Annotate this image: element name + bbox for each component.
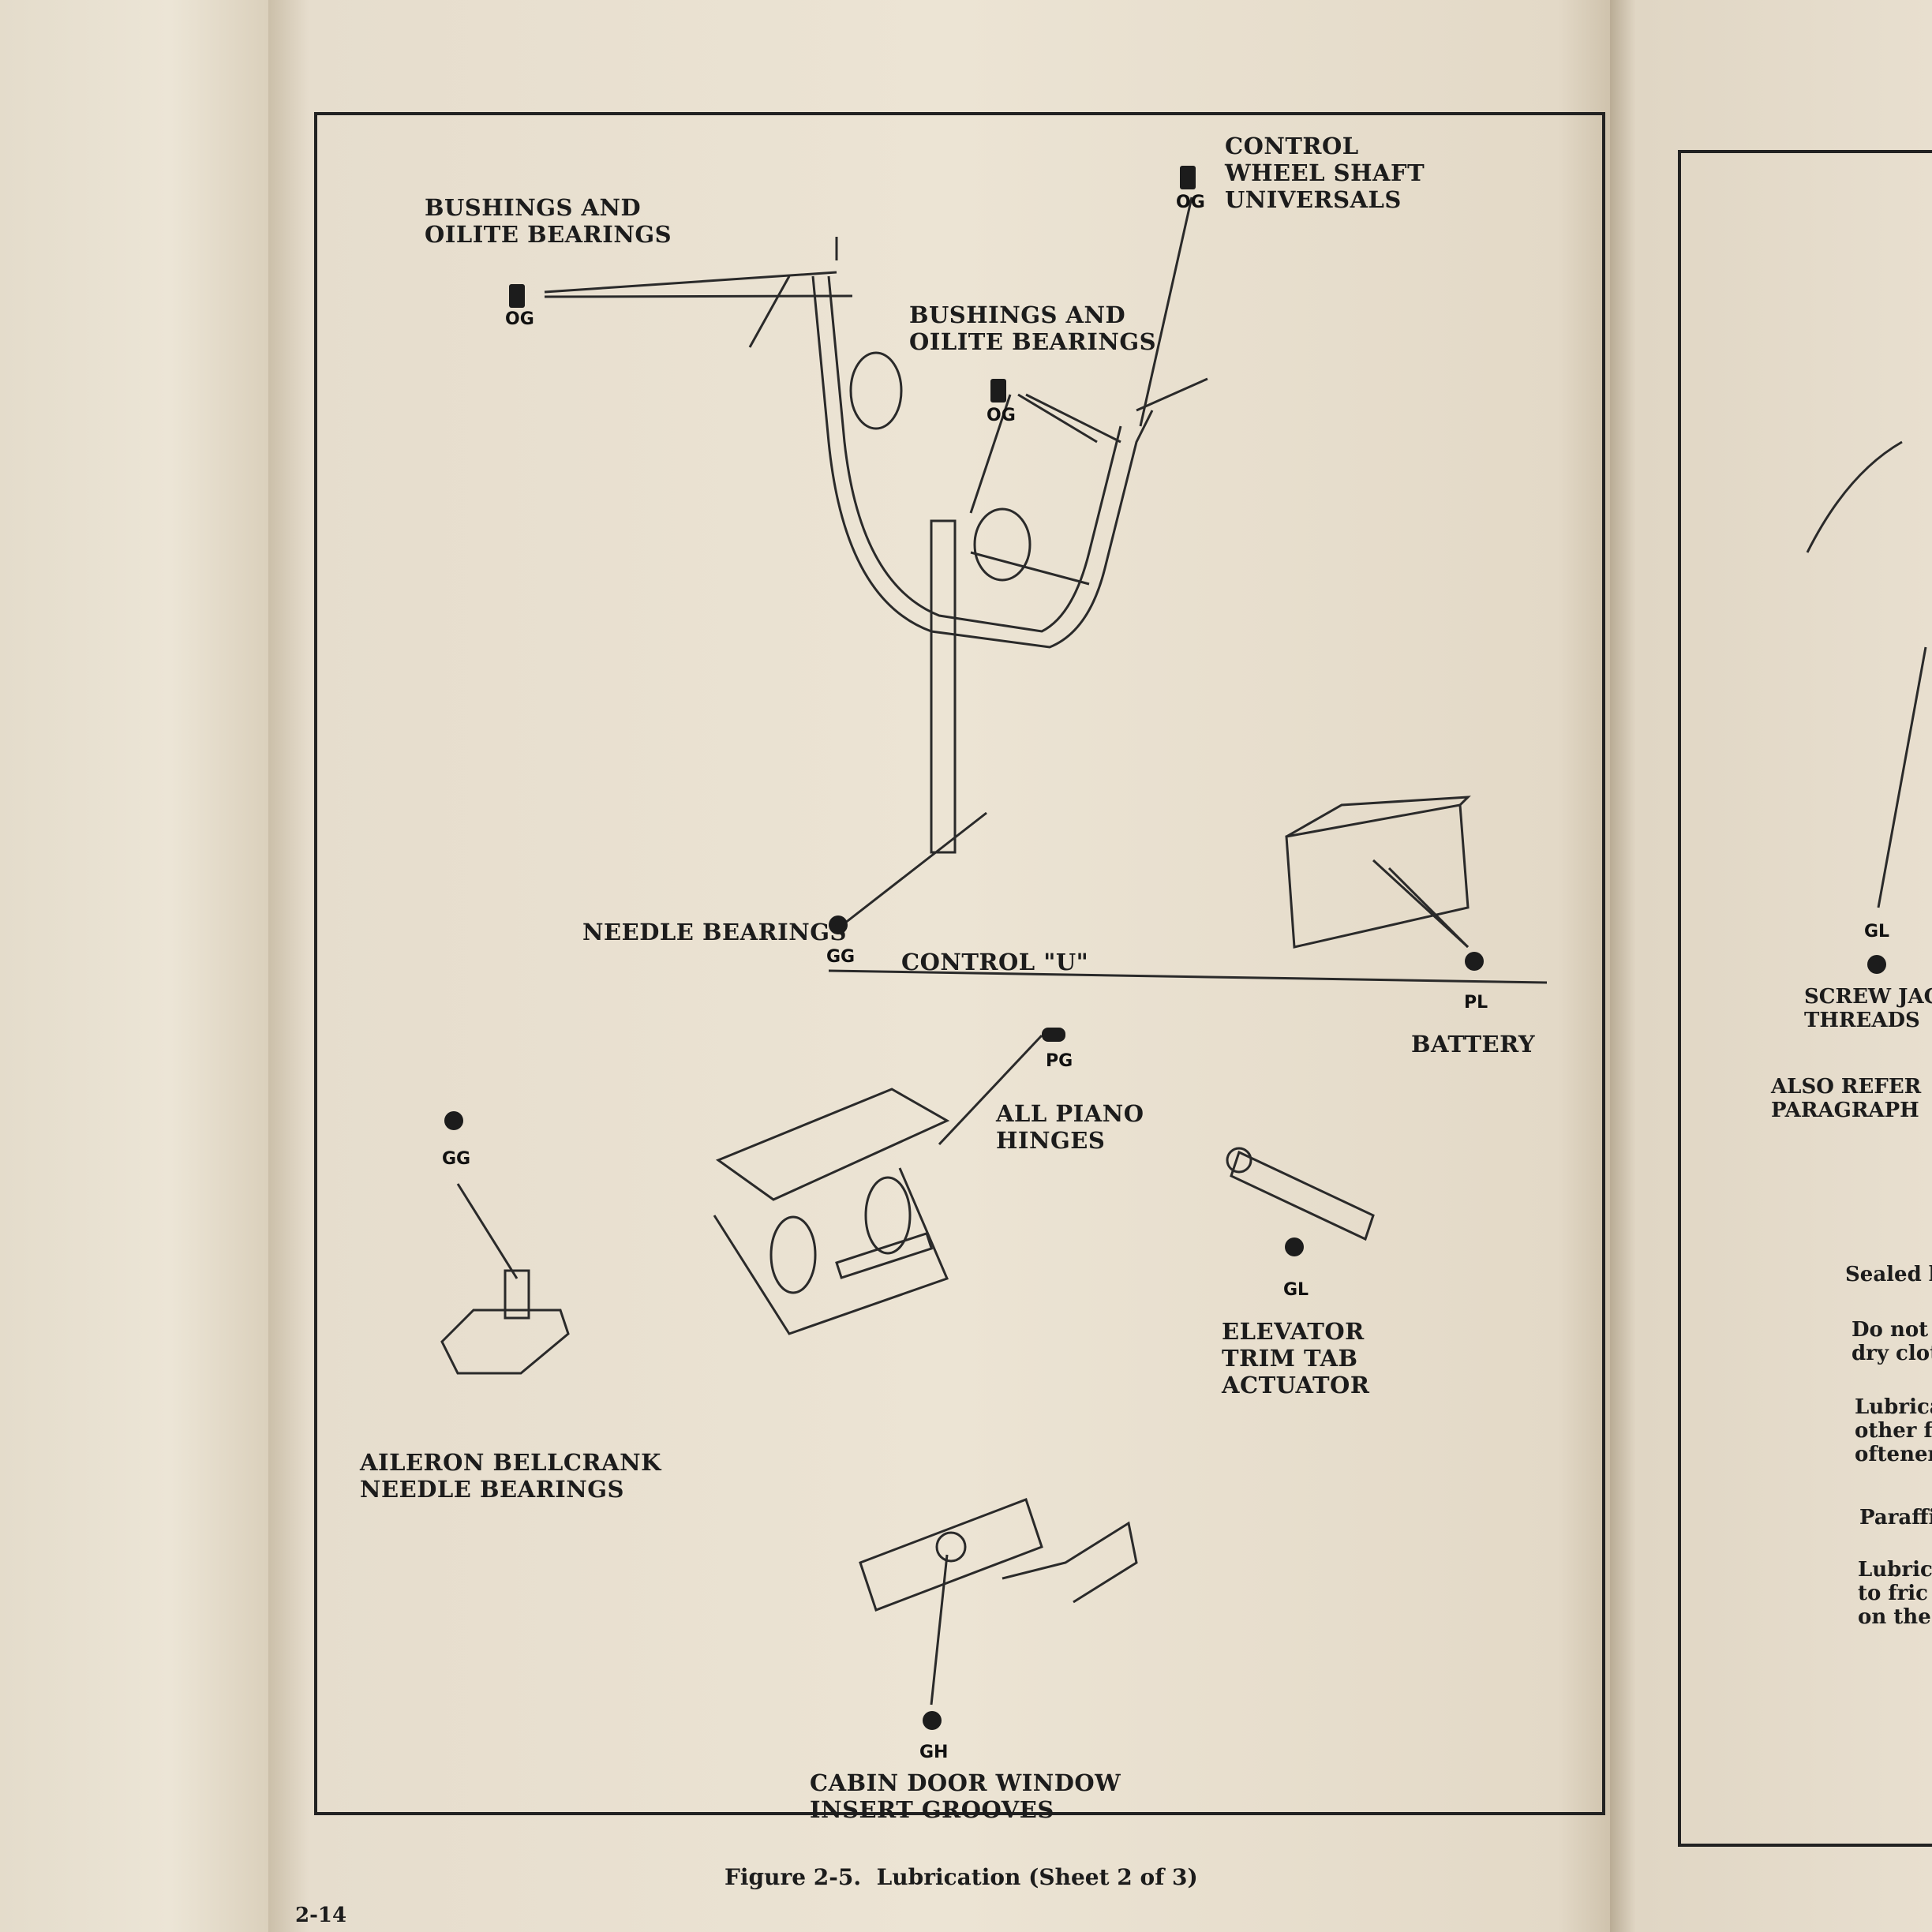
right-also-refer: ALSO REFER PARAGRAPH: [1771, 1075, 1922, 1122]
label-bushings-mid: BUSHINGS AND OILITE BEARINGS: [909, 301, 1157, 355]
label-battery: BATTERY: [1411, 1031, 1536, 1058]
code-gl-right: GL: [1864, 922, 1890, 942]
code-gl-elevator: GL: [1283, 1280, 1309, 1300]
right-lubric2: Lubric to fric on the: [1858, 1558, 1932, 1629]
right-do-not: Do not l dry clot: [1852, 1318, 1932, 1365]
label-bushings-top: BUSHINGS AND OILITE BEARINGS: [425, 194, 672, 248]
code-og-wheel: OG: [1176, 193, 1205, 212]
code-gg-aileron: GG: [442, 1149, 471, 1169]
desk-background: [0, 0, 284, 1932]
code-pg-hinges: PG: [1046, 1051, 1073, 1071]
figure-frame: [314, 112, 1605, 1815]
figure-caption: Figure 2-5. Lubrication (Sheet 2 of 3): [724, 1864, 1198, 1890]
right-screw-jack: SCREW JAC THREADS: [1804, 985, 1932, 1032]
code-gh-cabin: GH: [919, 1743, 949, 1762]
label-piano-hinges: ALL PIANO HINGES: [996, 1100, 1144, 1154]
code-og-top: OG: [505, 309, 534, 329]
label-needle-bearings: NEEDLE BEARINGS: [582, 919, 847, 945]
label-control-u: CONTROL "U": [901, 949, 1089, 975]
label-control-wheel: CONTROL WHEEL SHAFT UNIVERSALS: [1225, 133, 1425, 213]
code-og-mid: OG: [987, 406, 1016, 425]
page-number: 2-14: [295, 1904, 347, 1927]
label-cabin-door: CABIN DOOR WINDOW INSERT GROOVES: [810, 1769, 1121, 1823]
right-paraffi: Paraffi: [1859, 1506, 1932, 1530]
manual-page: [268, 0, 1626, 1932]
label-aileron-bellcrank: AILERON BELLCRANK NEEDLE BEARINGS: [360, 1449, 661, 1503]
label-elevator-trim: ELEVATOR TRIM TAB ACTUATOR: [1222, 1318, 1370, 1398]
code-pl-battery: PL: [1464, 993, 1488, 1013]
adjacent-figure-frame: [1678, 150, 1932, 1847]
right-lubrica: Lubrica other fr oftener: [1855, 1395, 1932, 1466]
code-gg-needle: GG: [826, 947, 856, 967]
right-sealed: Sealed b: [1845, 1263, 1932, 1286]
